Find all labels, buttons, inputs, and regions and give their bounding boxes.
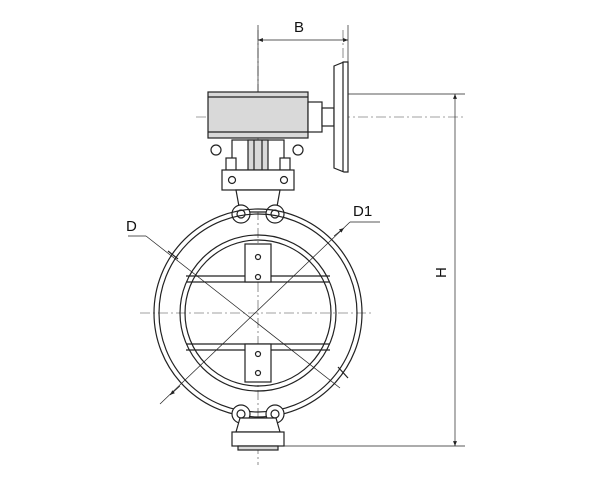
dim-d-label: D — [126, 218, 137, 235]
handwheel — [333, 61, 349, 173]
mounting-bolt-left — [210, 144, 222, 156]
disc-hub-lower — [244, 343, 272, 383]
dim-d1-arrow-bottom — [169, 385, 181, 396]
dim-h-label: H — [433, 267, 450, 278]
bottom-flange-base — [237, 445, 279, 451]
bottom-neck — [235, 417, 281, 433]
dimension-d: D — [126, 218, 341, 389]
top-flange — [221, 169, 295, 191]
flange-bolt-hole-right — [279, 175, 289, 185]
gearbox-side-boss — [307, 101, 323, 133]
dim-d-ticks — [167, 250, 349, 379]
dim-b-label: B — [294, 19, 304, 36]
hub-pin-lower-1 — [254, 350, 262, 358]
body-outer-ring-inner-edge — [158, 213, 358, 413]
dim-d-tick-top — [167, 250, 179, 260]
bottom-flange — [231, 431, 285, 447]
gearbox-actuator — [207, 61, 349, 173]
hub-pin-upper-1 — [254, 253, 262, 261]
stem — [247, 139, 269, 171]
dimension-b: B — [257, 19, 349, 92]
gearbox-input-shaft — [321, 107, 335, 127]
dim-d-leader-diagonal — [145, 235, 341, 389]
hub-pin-lower-2 — [254, 369, 262, 377]
flange-bolt-hole-left — [227, 175, 237, 185]
bottom-assembly — [231, 404, 285, 451]
body-bore-outer — [179, 234, 337, 392]
stem-bracket — [221, 139, 295, 213]
bracket-bolt-right — [279, 157, 291, 171]
gearbox-housing — [207, 91, 309, 139]
dim-d1-arrow-top — [333, 227, 345, 237]
bracket-bolt-left — [225, 157, 237, 171]
dimension-d1: D1 — [159, 203, 380, 405]
dimension-h: H — [284, 93, 465, 447]
disc — [186, 243, 330, 383]
dim-d-tick-bottom — [337, 366, 349, 379]
mounting-bolt-right — [292, 144, 304, 156]
body-bore-inner — [184, 239, 332, 387]
hub-pin-upper-2 — [254, 273, 262, 281]
dim-d1-leader-diagonal — [159, 221, 351, 405]
dim-d1-label: D1 — [353, 203, 372, 220]
valve-body — [153, 208, 363, 418]
body-outer-ring — [153, 208, 363, 418]
disc-hub-upper — [244, 243, 272, 283]
